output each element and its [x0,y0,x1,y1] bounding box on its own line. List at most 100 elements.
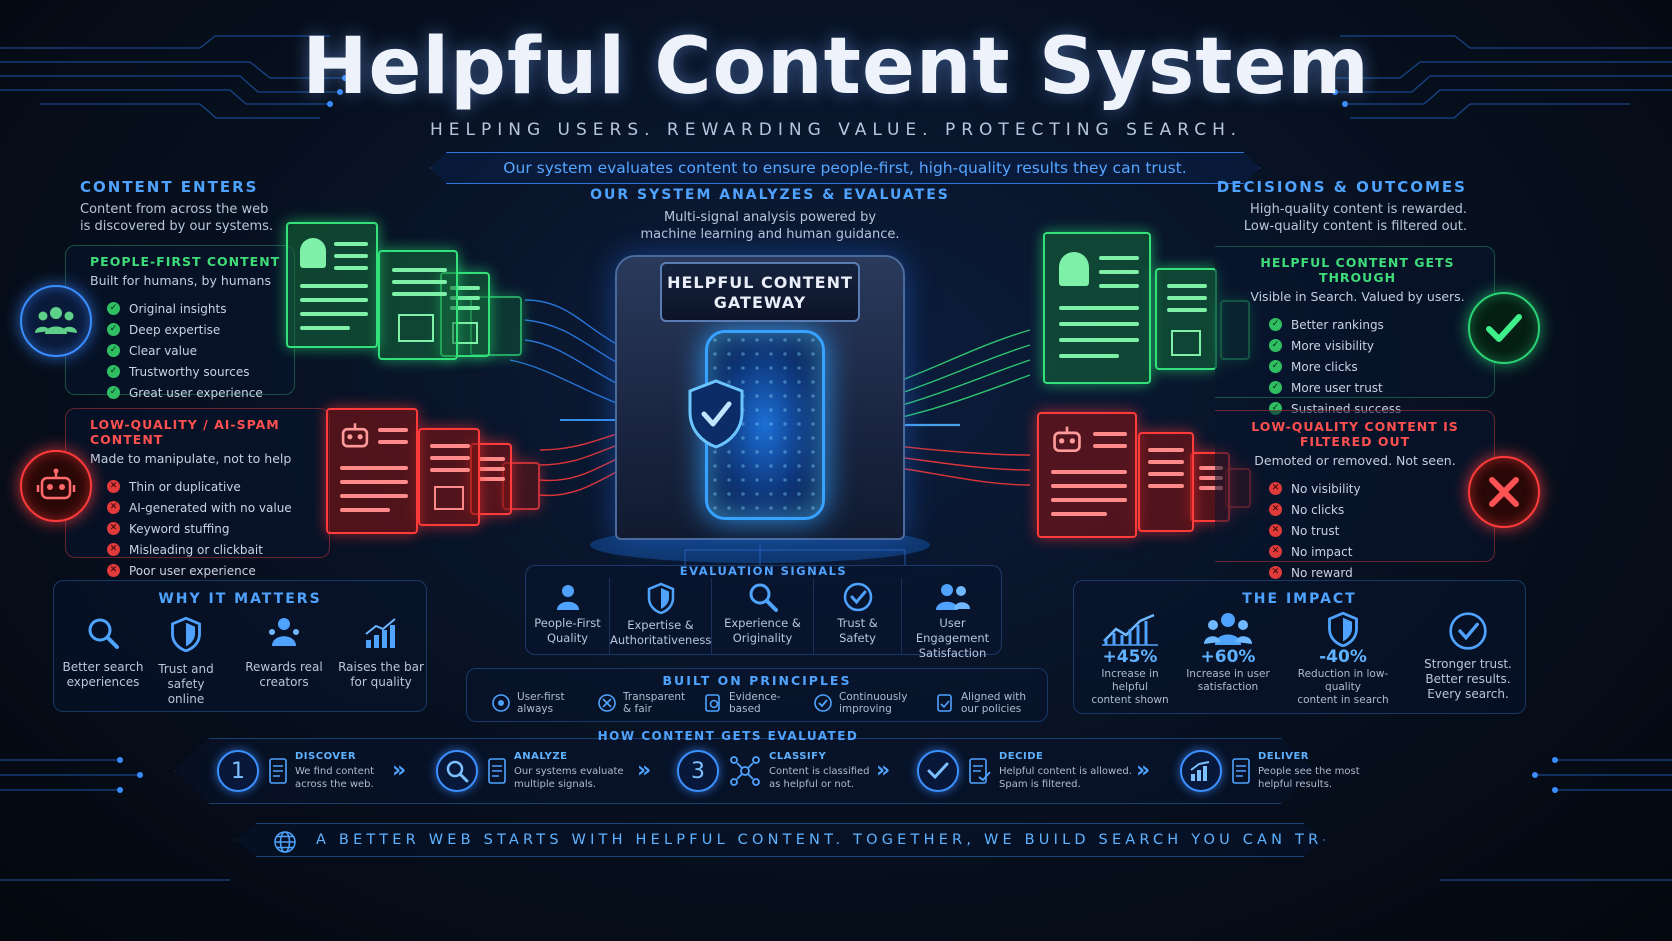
principle-label: Aligned with [961,691,1027,703]
users-icon [20,285,92,357]
x-icon: ✕ [107,543,120,556]
step-desc: multiple signals. [514,779,596,790]
impact-label: satisfaction [1197,681,1259,693]
step-desc: We find content [295,766,375,777]
list-item-label: No visibility [1291,481,1361,496]
system-heading: OUR SYSTEM ANALYZES & EVALUATES [590,187,950,203]
content-enters-heading: CONTENT ENTERS [80,178,259,196]
signal-label: People-First [534,616,601,630]
impact-label: Better results. [1425,672,1511,686]
step-name: DECIDE [999,751,1044,762]
low-quality-list: ✕ Thin or duplicative ✕AI-generated with … [107,476,330,581]
step-name: ANALYZE [514,751,568,762]
check-icon: ✓ [1269,339,1282,352]
list-item-label: Poor user experience [129,563,256,578]
principle-item: Evidence-based [703,691,781,715]
check-icon: ✓ [107,386,120,399]
step-name: CLASSIFY [769,751,827,762]
step-desc: helpful results. [1258,779,1333,790]
gets-through-panel [1215,246,1495,398]
x-icon: ✕ [107,522,120,535]
list-item: ✕AI-generated with no value [107,497,330,518]
list-item-label: More visibility [1291,338,1375,353]
list-item: ✓Better rankings [1269,314,1485,335]
gateway-label-line-2: GATEWAY [713,293,807,312]
people-first-list: ✓Original insights ✓Deep expertise ✓Clea… [107,298,290,403]
document-icon [1043,232,1151,384]
document-icon [1155,268,1217,370]
system-desc-1: Multi-signal analysis powered by [663,210,877,225]
step-desc: Spam is filtered. [999,779,1081,790]
list-item: ✓More user trust [1269,377,1485,398]
list-item: ✓ Great user experience [107,382,290,403]
gateway-label: HELPFUL CONTENT GATEWAY [660,262,860,322]
footer-text: A BETTER WEB STARTS WITH HELPFUL CONTENT… [316,832,1371,848]
search-icon [88,618,119,649]
list-item: ✓Trustworthy sources [107,361,290,382]
low-quality-title: LOW-QUALITY / AI-SPAM CONTENT [90,417,280,447]
signal-experience: Experience &Originality [712,578,814,654]
signal-label: Expertise & [627,618,694,632]
search-icon [436,750,478,792]
filtered-out-content: LOW-QUALITY CONTENT IS FILTERED OUT Demo… [1215,419,1495,583]
list-item-label: More user trust [1291,380,1383,395]
impact-title: THE IMPACT [1242,591,1357,607]
principle-label: & fair [623,703,652,715]
x-icon: ✕ [1269,566,1282,579]
low-quality-content: LOW-QUALITY / AI-SPAM CONTENT Made to ma… [90,417,330,581]
signal-label: Safety [839,631,876,645]
why-label: Raises the bar [338,660,424,674]
bar-chart-up-icon [365,618,396,648]
list-item: ✕No impact [1269,541,1495,562]
list-item-label: Great user experience [129,385,263,400]
gets-through-subtitle: Visible in Search. Valued by users. [1250,289,1465,304]
signal-label: Originality [732,631,793,645]
page-subtitle: HELPING USERS. REWARDING VALUE. PROTECTI… [429,120,1243,140]
people-first-content: PEOPLE-FIRST CONTENT Built for humans, b… [90,254,290,403]
globe-icon [274,831,296,853]
magnifier-icon [749,583,778,612]
policy-icon [937,694,952,712]
document-icon [326,408,418,534]
robot-icon [20,450,92,522]
x-icon: ✕ [107,564,120,577]
scale-icon [598,694,616,712]
chevron-right-icon: ›› [1136,758,1150,783]
list-item-label: Thin or duplicative [129,479,241,494]
principle-label: improving [839,703,892,715]
x-circle-icon [1468,456,1540,528]
check-icon: ✓ [1269,318,1282,331]
people-first-subtitle: Built for humans, by humans [90,273,271,288]
principle-label: always [517,703,554,715]
document-icon [418,428,480,526]
impact-label: Increase in helpful [1101,668,1159,693]
shield-check-icon [688,379,744,449]
impact-number: +45% [1102,647,1158,667]
chevron-right-icon: ›› [876,758,890,783]
target-icon [492,694,510,712]
page-title: Helpful Content System [302,22,1370,112]
principle-label: Transparent [623,691,686,703]
x-icon: ✕ [107,480,120,493]
step-desc: People see the most [1258,766,1360,777]
impact-label: content in search [1297,694,1389,706]
check-circle-icon [843,582,872,612]
signal-label: User Engagement [915,616,990,645]
list-item-label: More clicks [1291,359,1358,374]
why-label: Trust and [158,662,214,676]
system-section: OUR SYSTEM ANALYZES & EVALUATES Multi-si… [560,187,980,243]
list-item: ✓Clear value [107,340,290,361]
creator-icon [269,618,299,646]
intro-banner: Our system evaluates content to ensure p… [430,152,1260,184]
impact-item: Stronger trust.Better results.Every sear… [1412,611,1524,702]
x-icon: ✕ [1269,545,1282,558]
